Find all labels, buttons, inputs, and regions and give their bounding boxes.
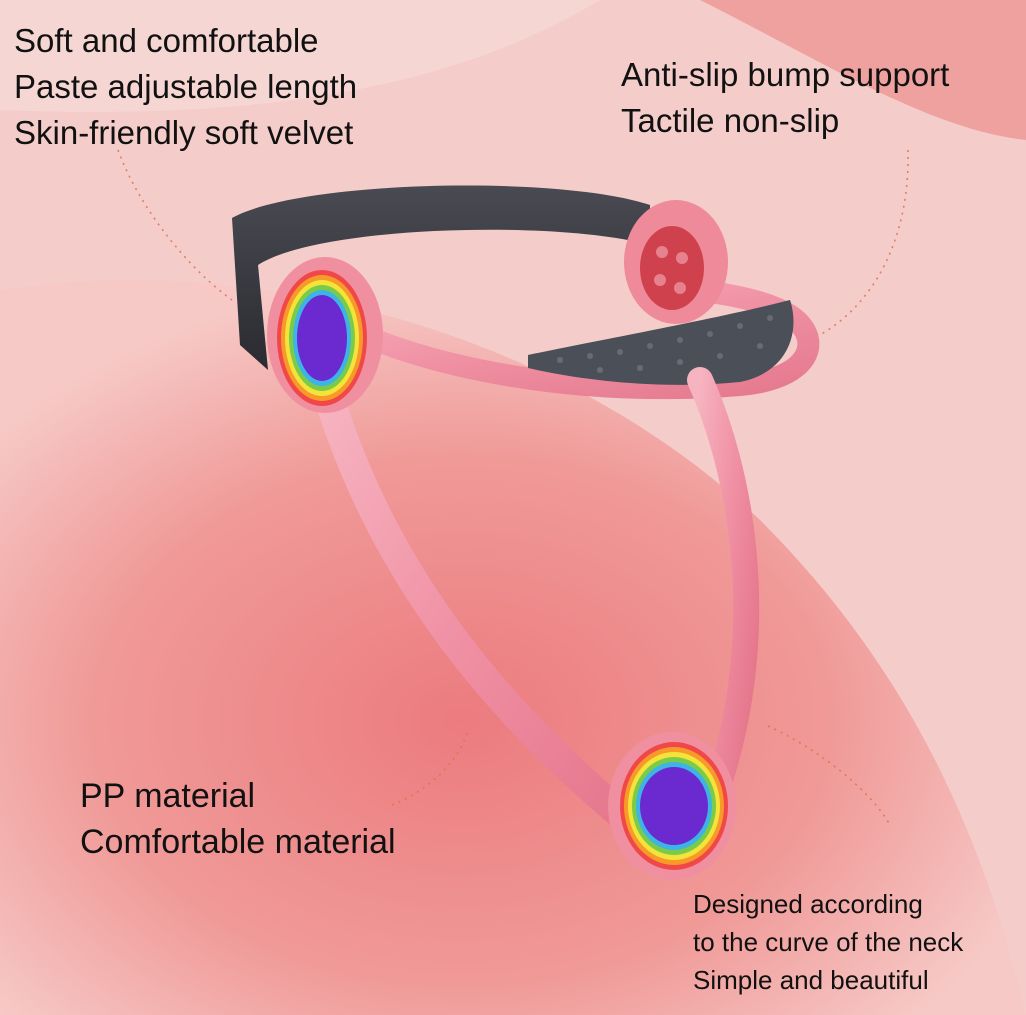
feature-label-top-left: Soft and comfortable Paste adjustable le… [14, 18, 357, 156]
right-arm [687, 367, 760, 793]
frame-ring [289, 279, 820, 400]
anti-slip-bumps [557, 315, 773, 373]
feature-line: Anti-slip bump support [621, 56, 950, 93]
leader-line-top-right [819, 149, 909, 336]
feature-line: Tactile non-slip [621, 102, 840, 139]
bottom-rainbow-pad [620, 742, 728, 870]
feature-label-bottom-left: PP material Comfortable material [80, 773, 396, 865]
leader-line-top-left [117, 149, 233, 301]
feature-line: Designed according [693, 889, 923, 919]
left-arm [315, 385, 655, 845]
feature-line: Comfortable material [80, 823, 396, 861]
left-rainbow-pad [277, 270, 367, 406]
feature-line: Skin-friendly soft velvet [14, 114, 354, 151]
anti-slip-pad [528, 300, 794, 385]
feature-line: PP material [80, 777, 256, 815]
leader-lines [117, 149, 909, 826]
feature-line: Simple and beautiful [693, 965, 929, 995]
feature-line: Soft and comfortable [14, 22, 319, 59]
right-hub-center [640, 226, 704, 310]
feature-label-bottom-right: Designed according to the curve of the n… [693, 885, 963, 999]
feature-line: to the curve of the neck [693, 927, 964, 957]
feature-label-top-right: Anti-slip bump support Tactile non-slip [621, 52, 949, 144]
velvet-strap [232, 185, 650, 370]
neck-device [232, 185, 820, 880]
feature-line: Paste adjustable length [14, 68, 358, 105]
